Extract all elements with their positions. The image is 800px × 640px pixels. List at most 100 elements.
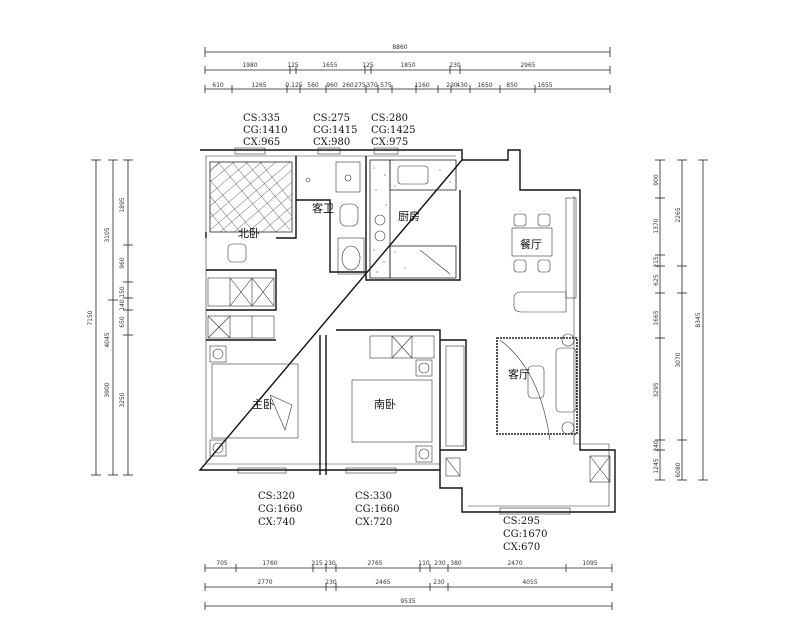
dim-right2-7: 240 <box>653 440 660 452</box>
room-label-north-bedroom: 北卧 <box>238 227 260 240</box>
svg-text:CS:280: CS:280 <box>371 113 408 124</box>
dim-top-5: 1850 <box>400 62 415 69</box>
dim-bottom-8: 380 <box>450 560 462 567</box>
window-note-south: CS:330 CG:1660 CX:720 <box>355 491 399 528</box>
svg-text:CS:320: CS:320 <box>258 491 295 502</box>
dim-left-total: 7150 <box>87 310 94 325</box>
dim-right2-4: 625 <box>653 274 660 286</box>
chair-north-bedroom <box>227 243 247 263</box>
master-bedroom: 主卧 <box>207 315 299 457</box>
window-north-bedroom <box>234 147 266 155</box>
room-label-kitchen: 厨房 <box>398 210 420 223</box>
room-label-guest-bath: 客卫 <box>312 201 334 215</box>
dim-bottom2-2: 230 <box>325 579 337 586</box>
dim-top2-1: 610 <box>212 82 224 89</box>
bed-south <box>351 379 433 443</box>
hatch-north-bedroom <box>209 161 293 233</box>
dim-right2-8: 1245 <box>653 458 660 473</box>
dim-bottom-10: 1095 <box>582 560 597 567</box>
svg-text:CX:670: CX:670 <box>503 542 540 553</box>
rug <box>496 337 578 435</box>
dim-right-2: 6080 <box>675 462 682 477</box>
living: 客厅 <box>445 333 611 483</box>
right-dimensions: 900 1370 215 625 1665 3295 240 1245 2265… <box>653 159 708 481</box>
north-bedroom: 北卧 <box>207 161 293 307</box>
dim-top2-14: 850 <box>506 82 518 89</box>
dining-table <box>511 227 553 257</box>
dim-bottom2-5: 4055 <box>522 579 537 586</box>
dim-right-1: 2265 <box>675 207 682 222</box>
dim-top-total: 8860 <box>392 44 407 51</box>
bottom-dimensions: 705 1760 315 230 2765 110 230 380 2470 1… <box>204 560 613 610</box>
svg-text:CX:975: CX:975 <box>371 137 408 148</box>
dining: 餐厅 <box>511 197 577 313</box>
dim-bottom-1: 705 <box>216 560 228 567</box>
dim-left2-4: 140 <box>119 299 126 311</box>
counter-left <box>369 159 391 279</box>
dim-right2-3: 215 <box>653 256 660 268</box>
room-label-south-bedroom: 南卧 <box>374 398 396 411</box>
interior-walls <box>205 156 467 475</box>
dim-top2-3: 0.125 <box>285 82 302 89</box>
wardrobe-south <box>369 335 435 359</box>
svg-text:CG:1660: CG:1660 <box>258 504 302 515</box>
dim-left-1: 3105 <box>104 227 111 242</box>
svg-text:CS:275: CS:275 <box>313 113 350 124</box>
bath-vanity <box>337 237 365 275</box>
window-note-master: CS:320 CG:1660 CX:740 <box>258 491 302 528</box>
outer-walls <box>198 147 616 515</box>
dim-bottom-total: 9535 <box>400 598 415 605</box>
south-bedroom: 南卧 <box>351 335 435 463</box>
stove-1 <box>374 214 386 226</box>
dim-top-1: 1980 <box>242 62 257 69</box>
dim-left2-1: 1895 <box>119 197 126 212</box>
window-living <box>499 507 571 515</box>
counter-bar <box>513 291 567 313</box>
door-arc <box>499 339 551 441</box>
dim-bottom-5: 2765 <box>367 560 382 567</box>
dim-bottom2-3: 2465 <box>375 579 390 586</box>
dim-right3-1: 3070 <box>675 352 682 367</box>
top-dimensions: 8860 1980 125 1655 125 1850 230 2965 610… <box>204 44 611 93</box>
svg-text:CS:330: CS:330 <box>355 491 392 502</box>
dim-bottom-6: 110 <box>418 560 430 567</box>
dim-top-3: 1655 <box>322 62 337 69</box>
counter-top <box>389 159 457 191</box>
dim-right2-6: 3295 <box>653 382 660 397</box>
svg-text:CG:1425: CG:1425 <box>371 125 415 136</box>
room-label-dining: 餐厅 <box>520 237 542 251</box>
dim-bottom-4: 230 <box>324 560 336 567</box>
window-guest-bath <box>317 147 341 155</box>
svg-text:CG:1415: CG:1415 <box>313 125 357 136</box>
bed-master <box>211 363 299 439</box>
dim-bottom-9: 2470 <box>507 560 522 567</box>
coffee-table <box>527 365 545 399</box>
svg-text:CS:335: CS:335 <box>243 113 280 124</box>
room-label-living: 客厅 <box>508 367 530 381</box>
dim-left3-1: 3900 <box>104 382 111 397</box>
dim-left2-2: 960 <box>119 257 126 269</box>
dim-right-total: 8345 <box>695 312 702 327</box>
window-note-north-bedroom: CS:335 CG:1410 CX:965 <box>243 113 287 148</box>
dim-top-4: 125 <box>362 62 374 69</box>
room-label-master-bedroom: 主卧 <box>252 398 274 411</box>
svg-text:CX:740: CX:740 <box>258 517 295 528</box>
dim-top-7: 2965 <box>520 62 535 69</box>
svg-text:CX:720: CX:720 <box>355 517 392 528</box>
balcony-box <box>589 455 611 483</box>
dim-top-6: 230 <box>449 62 461 69</box>
wardrobe-north-bedroom <box>209 161 293 233</box>
dim-bottom-7: 230 <box>434 560 446 567</box>
dim-top2-15: 1655 <box>537 82 552 89</box>
dim-bottom2-1: 2770 <box>257 579 272 586</box>
dim-left2-6: 3250 <box>119 392 126 407</box>
dim-bottom-3: 315 <box>311 560 323 567</box>
dim-top2-12: 430 <box>456 82 468 89</box>
wardrobe-master <box>207 315 275 339</box>
dim-top2-2: 1265 <box>251 82 266 89</box>
dim-top2-11: 230 <box>446 82 458 89</box>
dim-top2-4: 560 <box>307 82 319 89</box>
svg-text:CG:1660: CG:1660 <box>355 504 399 515</box>
dim-top2-9: 575 <box>380 82 392 89</box>
